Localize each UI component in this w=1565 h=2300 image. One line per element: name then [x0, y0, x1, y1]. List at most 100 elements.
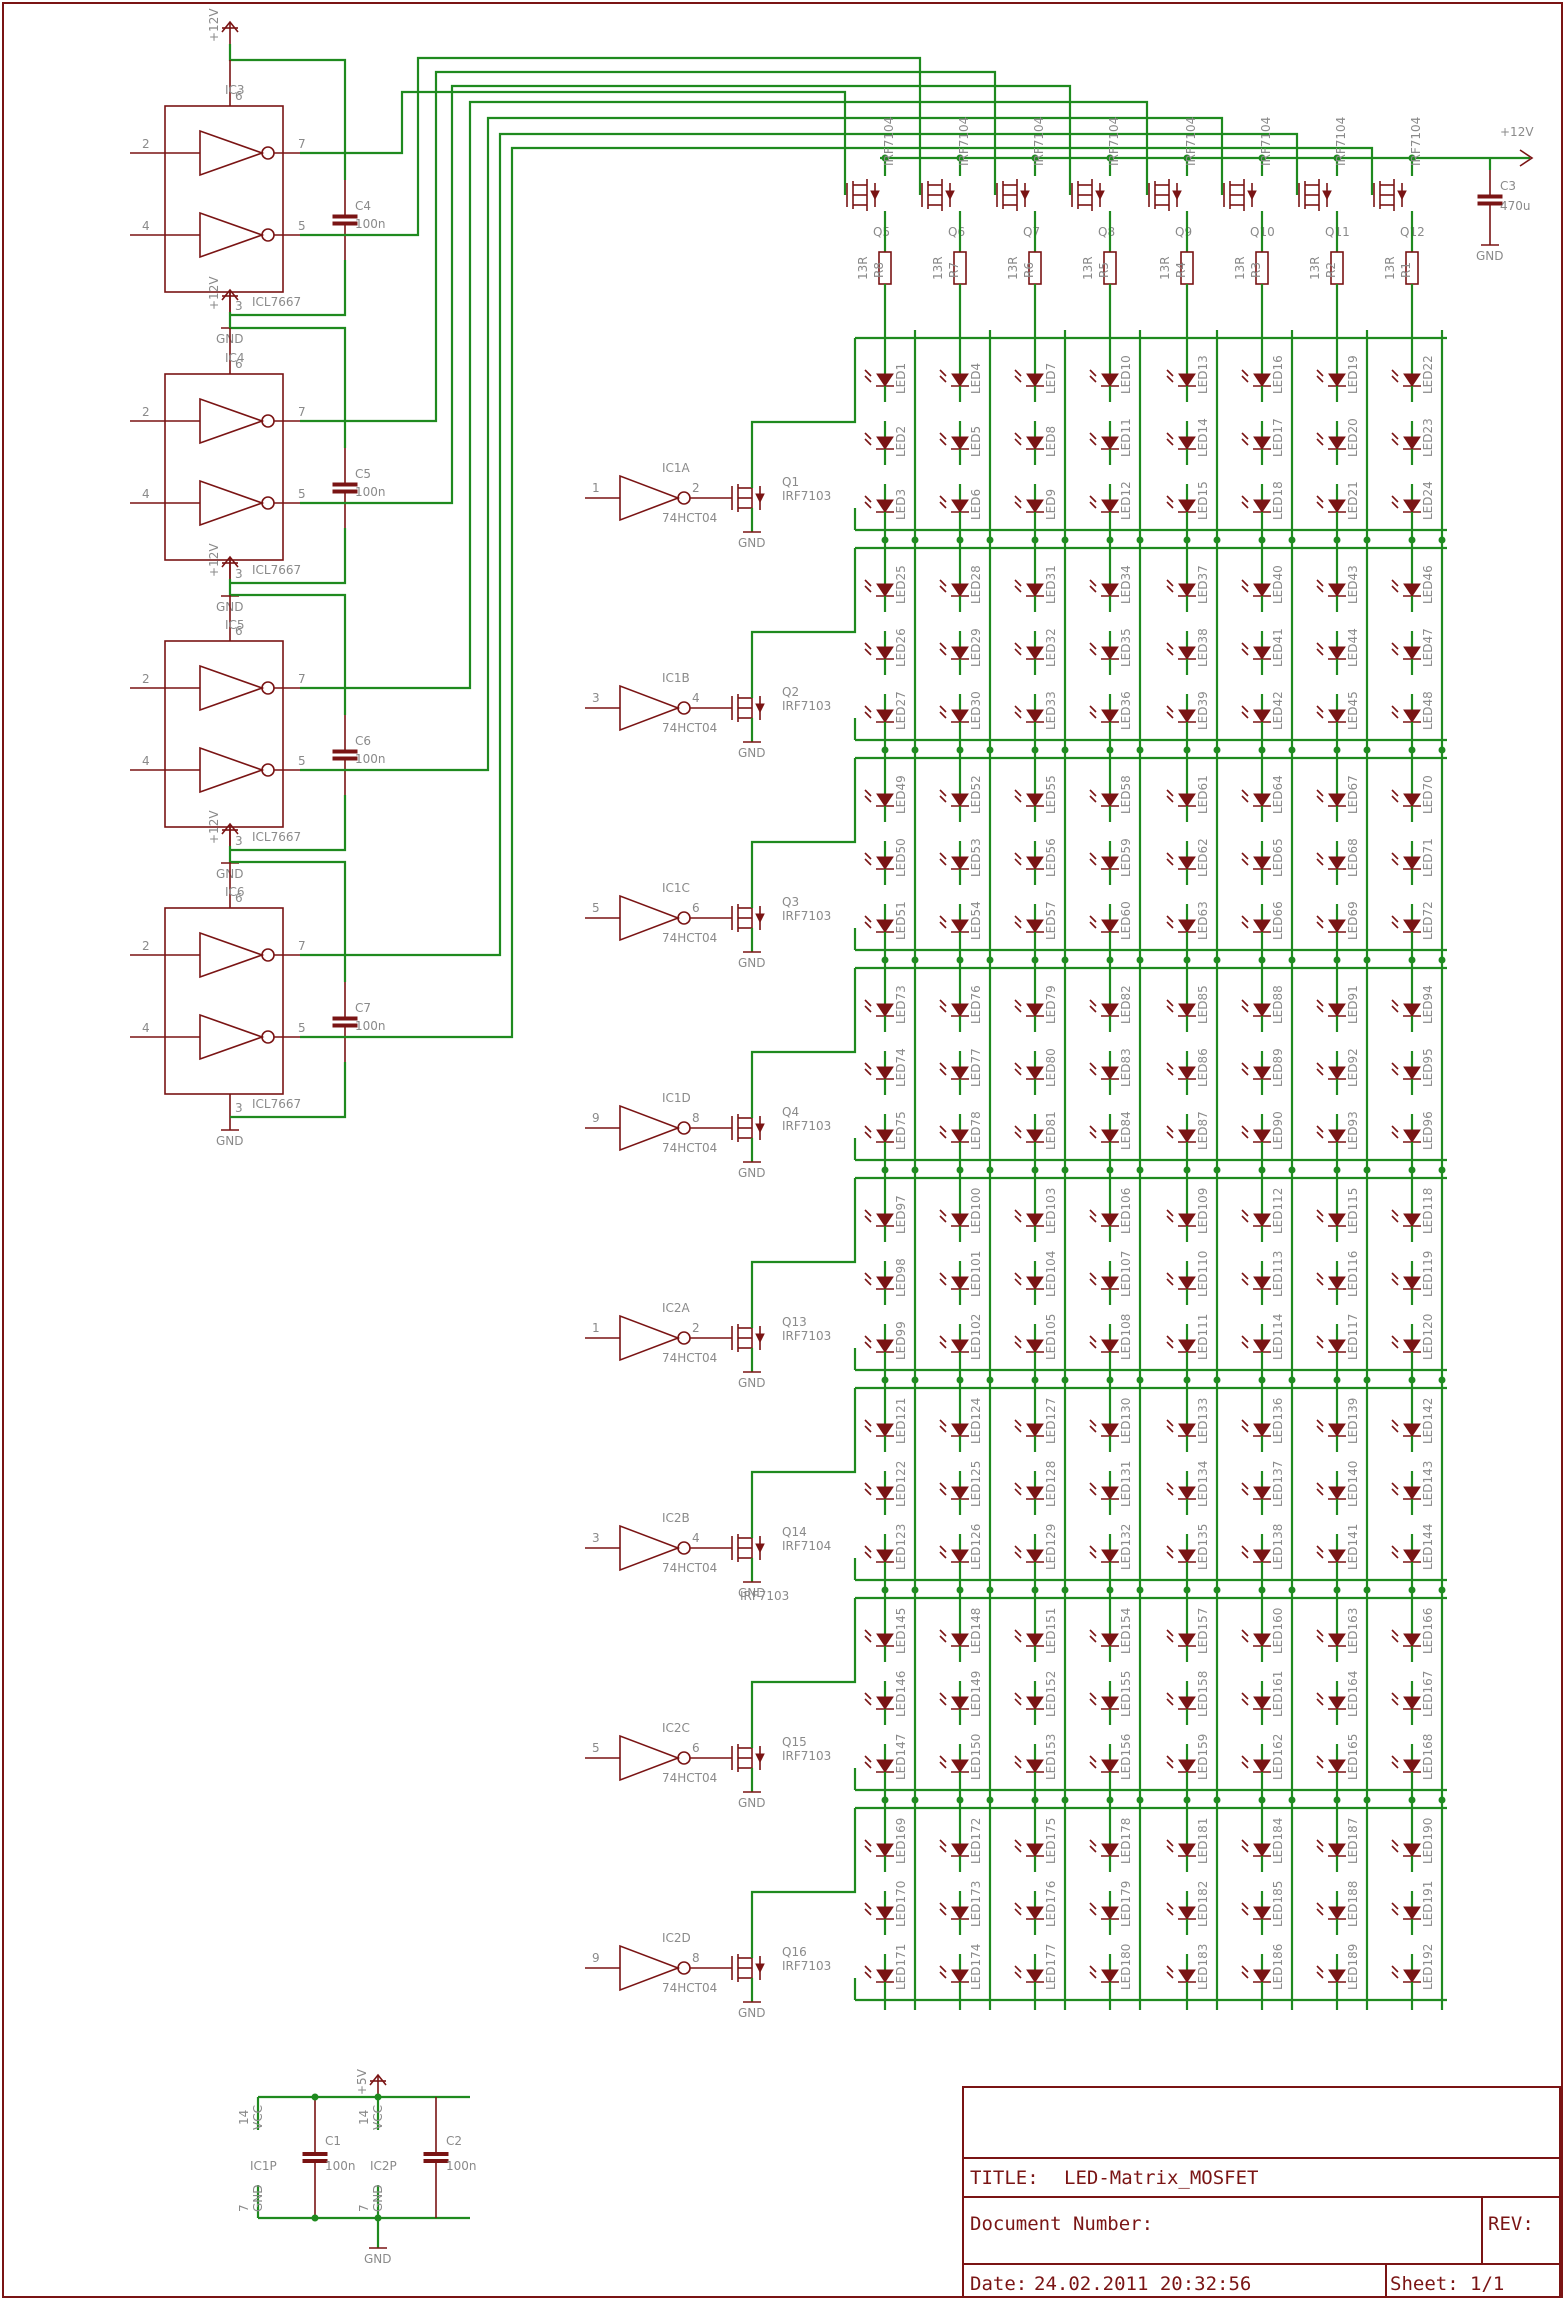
led-63-label: LED63 [1196, 901, 1210, 940]
led-111-body [1178, 1339, 1196, 1353]
led-113-label: LED113 [1271, 1251, 1285, 1297]
junction [1288, 746, 1296, 754]
led-7-ray [1014, 369, 1022, 377]
led-148-ray [939, 1635, 947, 1643]
led-144-body [1403, 1549, 1421, 1563]
led-150-body [951, 1759, 969, 1773]
led-57-body [1026, 919, 1044, 933]
led-102-ray [939, 1335, 947, 1343]
junction [1363, 1376, 1371, 1384]
led-125-label: LED125 [969, 1461, 983, 1507]
led-180-ray [1089, 1971, 1097, 1979]
led-143-body [1403, 1486, 1421, 1500]
led-46-label: LED46 [1421, 565, 1435, 604]
junction [986, 1376, 994, 1384]
led-124-ray [939, 1425, 947, 1433]
led-149-label: LED149 [969, 1671, 983, 1717]
led-58-ray [1089, 795, 1097, 803]
pin-number: 3 [235, 834, 243, 848]
cap-plate [332, 749, 358, 754]
led-115-label: LED115 [1346, 1188, 1360, 1234]
vdd-supply-label: +12V [207, 276, 221, 310]
led-161-label: LED161 [1271, 1671, 1285, 1717]
resistor-value: 13R [1006, 256, 1020, 280]
led-160-body [1253, 1633, 1271, 1647]
led-125-ray [939, 1482, 947, 1490]
led-61-label: LED61 [1196, 775, 1210, 814]
vdd-supply-label: +12V [207, 543, 221, 577]
junction [911, 1796, 919, 1804]
led-26-label: LED26 [894, 628, 908, 667]
led-118-label: LED118 [1421, 1188, 1435, 1234]
led-123-body [876, 1549, 894, 1563]
led-20-body [1328, 436, 1346, 450]
resistor-value: 13R [931, 256, 945, 280]
pin-number: 4 [142, 754, 150, 768]
junction [1363, 1166, 1371, 1174]
led-177-body [1026, 1969, 1044, 1983]
led-4-label: LED4 [969, 363, 983, 394]
mosfet-name: Q3 [782, 895, 799, 909]
resistor-name: R4 [1174, 262, 1188, 278]
led-31-ray [1014, 579, 1022, 587]
drain-to-matrix [750, 338, 857, 488]
led-104-body [1026, 1276, 1044, 1290]
led-13-ray [1166, 375, 1174, 383]
led-96-body [1403, 1129, 1421, 1143]
drain-to-matrix [750, 968, 857, 1118]
led-row-block-7: LED145LED146LED147LED148LED149LED150LED1… [855, 1586, 1447, 1804]
led-26-body [876, 646, 894, 660]
led-144-ray [1391, 1551, 1399, 1559]
led-148-ray [939, 1629, 947, 1637]
led-186-ray [1241, 1971, 1249, 1979]
led-10-ray [1089, 375, 1097, 383]
led-128-body [1026, 1486, 1044, 1500]
driver-ic-body [164, 640, 284, 828]
led-176-ray [1014, 1902, 1022, 1910]
led-55-label: LED55 [1044, 775, 1058, 814]
junction [911, 1166, 919, 1174]
led-2-label: LED2 [894, 426, 908, 457]
junction [1136, 1166, 1144, 1174]
led-188-ray [1316, 1902, 1324, 1910]
junction [1061, 1376, 1069, 1384]
led-113-ray [1241, 1278, 1249, 1286]
led-145-ray [864, 1635, 872, 1643]
led-71-ray [1391, 852, 1399, 860]
pin-number: 4 [142, 487, 150, 501]
led-100-ray [939, 1215, 947, 1223]
gnd-symbol-label: GND [738, 1586, 766, 1600]
led-101-ray [939, 1272, 947, 1280]
led-33-ray [1014, 711, 1022, 719]
led-176-ray [1014, 1908, 1022, 1916]
led-161-ray [1241, 1692, 1249, 1700]
junction [1438, 536, 1446, 544]
led-35-body [1101, 646, 1119, 660]
led-3-ray [864, 495, 872, 503]
led-187-label: LED187 [1346, 1818, 1360, 1864]
led-76-ray [939, 999, 947, 1007]
led-32-ray [1014, 642, 1022, 650]
led-192-ray [1391, 1971, 1399, 1979]
led-175-body [1026, 1843, 1044, 1857]
led-124-body [951, 1423, 969, 1437]
led-95-label: LED95 [1421, 1048, 1435, 1087]
led-7-ray [1014, 375, 1022, 383]
led-121-ray [864, 1425, 872, 1433]
led-120-label: LED120 [1421, 1314, 1435, 1360]
led-51-ray [864, 921, 872, 929]
led-row-block-4: LED73LED74LED75LED76LED77LED78LED79LED80… [855, 956, 1447, 1174]
led-129-ray [1014, 1551, 1022, 1559]
vdd-supply-label: +12V [207, 8, 221, 42]
led-82-body [1101, 1003, 1119, 1017]
